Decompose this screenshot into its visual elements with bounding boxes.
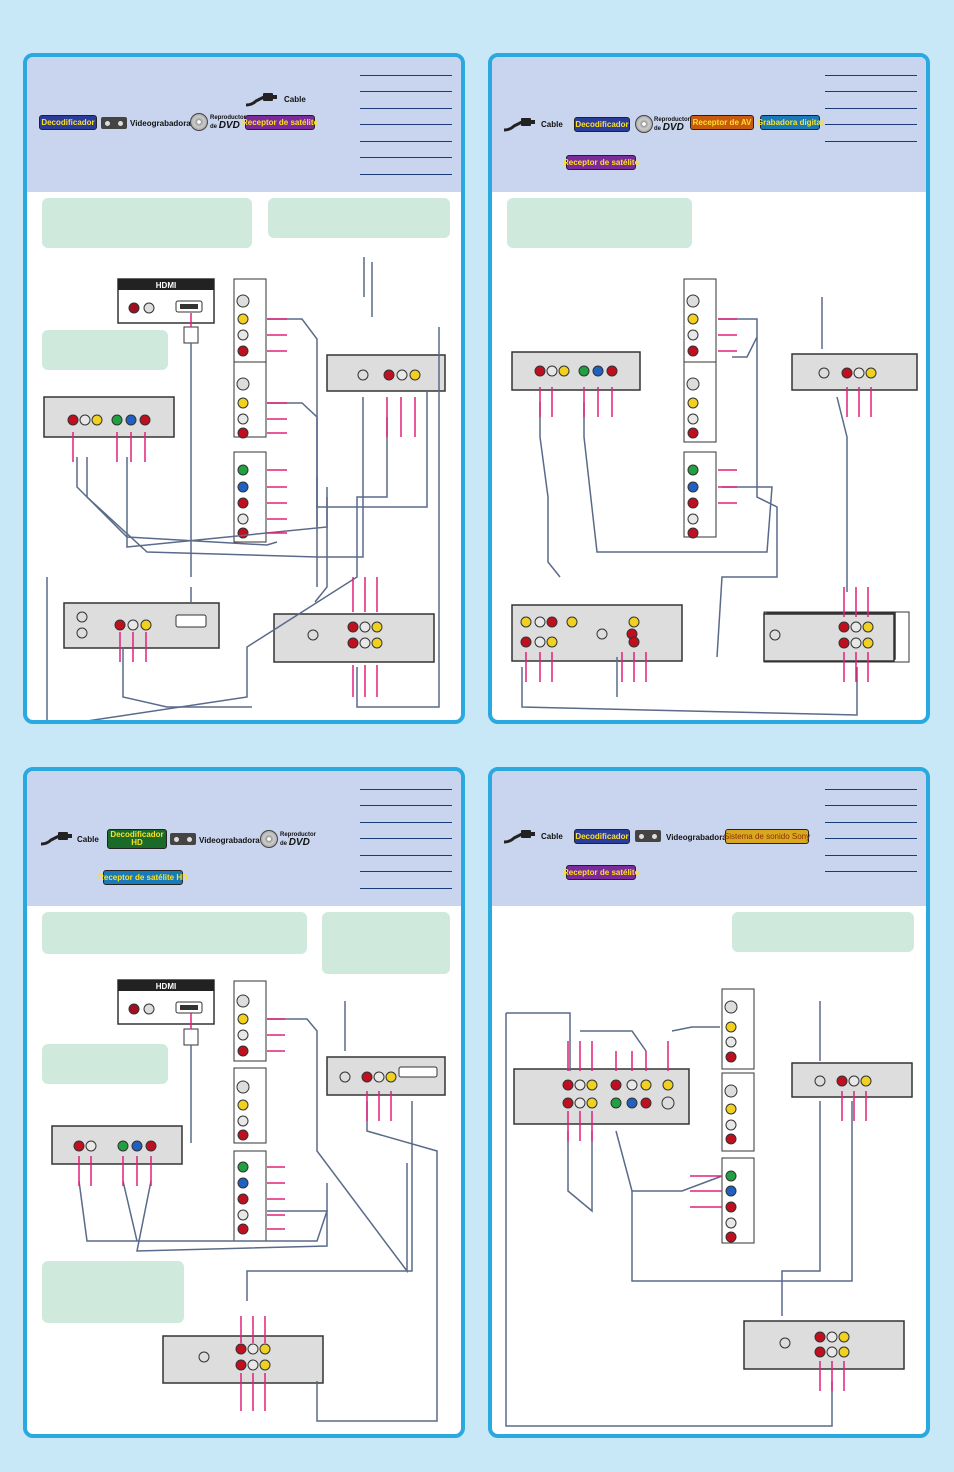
note-box	[42, 1261, 184, 1323]
cable-label: Cable	[77, 835, 99, 844]
dvd-disc-icon	[260, 830, 278, 848]
note-box	[268, 198, 450, 238]
decodificador-chip: Decodificador	[574, 117, 630, 132]
dvd-disc-icon	[635, 115, 653, 133]
note-box	[42, 198, 252, 248]
receptor-satelite-chip: Receptor de satélite	[563, 865, 639, 880]
connection-diagram-2	[511, 278, 918, 716]
cable-plug-icon	[503, 118, 535, 132]
cable-plug-icon	[245, 93, 277, 107]
videograbadora-label: Videograbadora	[666, 833, 727, 842]
cable-label: Cable	[541, 120, 563, 129]
connection-diagram-3: HDMI	[51, 979, 446, 1422]
note-lines	[360, 773, 452, 889]
receptor-satelite-hd-chip: Receptor de satélite HD	[98, 870, 188, 885]
cable-plug-icon	[503, 830, 535, 844]
dvd-disc-icon	[190, 113, 208, 131]
note-box	[507, 198, 692, 248]
grabadora-digital-chip: Grabadora digital	[757, 115, 823, 130]
note-box	[322, 912, 450, 974]
vcr-icon	[635, 830, 661, 842]
hdmi-label: HDMI	[156, 281, 176, 290]
note-box	[42, 330, 168, 370]
cable-plug-icon	[40, 832, 72, 846]
videograbadora-label: Videograbadora	[130, 119, 191, 128]
connection-diagram-1: HDMI	[43, 257, 446, 720]
panel-4-header: Cable Decodificador Videograbadora Siste…	[492, 771, 926, 906]
receptor-av-chip: Receptor de AV	[690, 115, 754, 130]
vcr-icon	[170, 833, 196, 845]
decodificador-chip: Decodificador	[39, 115, 97, 130]
decodificador-chip: Decodificador	[574, 829, 630, 844]
hdmi-label: HDMI	[156, 982, 176, 991]
note-box	[42, 912, 307, 954]
sistema-sonido-sony-chip: Sistema de sonido Sony	[724, 829, 810, 844]
panel-1: Cable Decodificador Videograbadora Repro…	[23, 53, 465, 724]
note-box	[732, 912, 914, 952]
panel-4: Cable Decodificador Videograbadora Siste…	[488, 767, 930, 1438]
receptor-satelite-chip: Receptor de satélite	[563, 155, 639, 170]
note-lines	[360, 59, 452, 175]
cable-label: Cable	[284, 95, 306, 104]
panel-1-header: Cable Decodificador Videograbadora Repro…	[27, 57, 461, 192]
videograbadora-label: Videograbadora	[199, 836, 260, 845]
cable-label: Cable	[541, 832, 563, 841]
note-box	[42, 1044, 168, 1084]
vcr-icon	[101, 117, 127, 129]
note-lines	[825, 59, 917, 142]
receptor-satelite-chip: Receptor de satélite	[242, 115, 318, 130]
note-lines	[825, 773, 917, 872]
connection-diagram-4	[505, 988, 913, 1427]
